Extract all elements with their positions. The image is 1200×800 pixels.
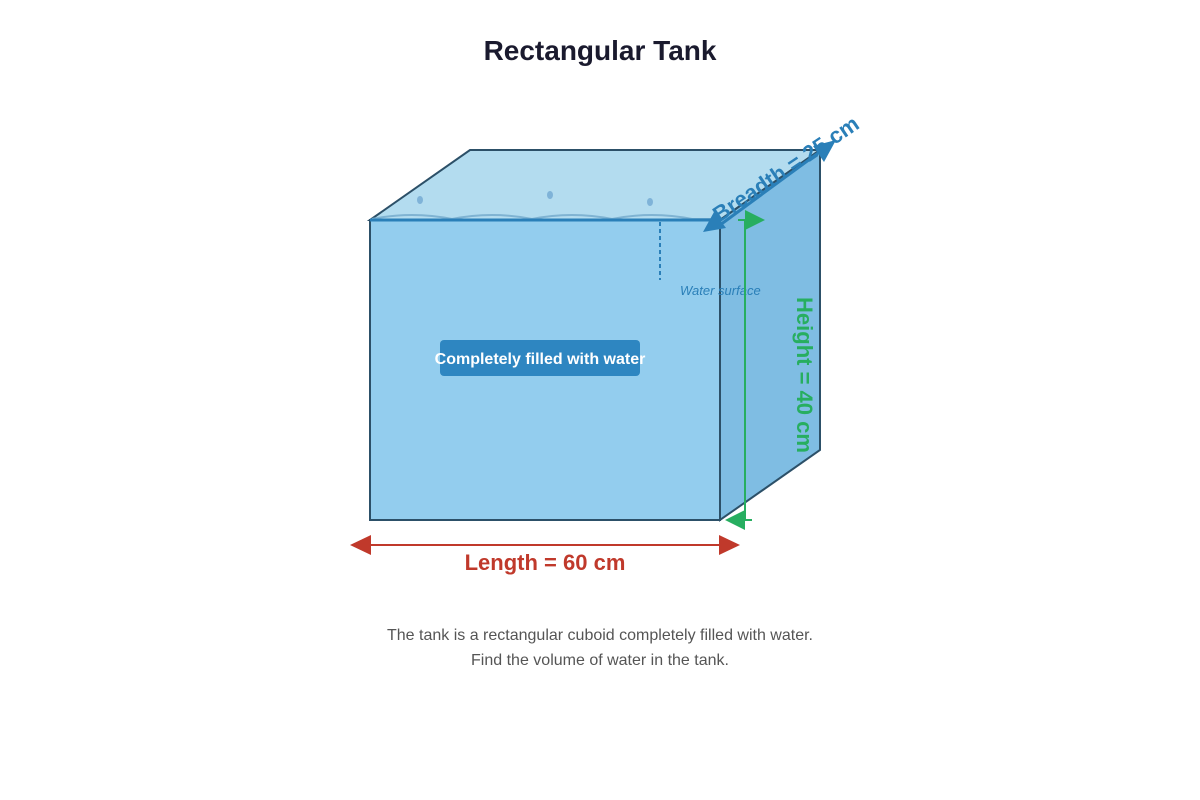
height-arrow-top (745, 210, 765, 230)
bubble (417, 196, 423, 204)
water-surface-label: Water surface (680, 283, 761, 298)
diagram-title: Rectangular Tank (484, 35, 717, 66)
height-arrow-bottom (725, 510, 745, 530)
length-label: Length = 60 cm (465, 550, 626, 575)
length-arrow-right (719, 535, 740, 555)
filled-badge (440, 340, 640, 376)
breadth-arrow-bottom (703, 212, 726, 232)
breadth-arrow-top (813, 140, 836, 162)
length-arrow-left (350, 535, 371, 555)
caption-line-2: Find the volume of water in the tank. (471, 652, 729, 669)
bubble (547, 191, 553, 199)
filled-badge-text: Completely filled with water (435, 351, 646, 368)
breadth-dimension-line (719, 146, 826, 227)
bubble (647, 198, 653, 206)
height-label: Height = 40 cm (792, 297, 817, 453)
caption-line-1: The tank is a rectangular cuboid complet… (387, 627, 813, 644)
